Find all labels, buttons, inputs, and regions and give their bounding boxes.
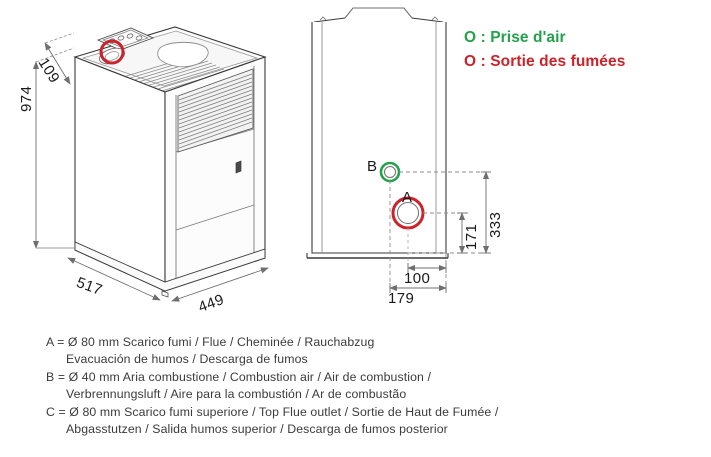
rear-flue-port: [397, 202, 419, 224]
top-flue-highlight: [99, 39, 125, 65]
dimension-flue-offset: 100: [404, 270, 431, 287]
iso-dimension-lines: [32, 32, 269, 302]
dimension-height: 974: [18, 85, 35, 112]
elevation-dimension-lines: [389, 171, 491, 293]
side-louvre-panel: [177, 68, 254, 153]
control-panel: [96, 27, 155, 51]
legend-air-intake: O : Prise d'air: [464, 29, 566, 46]
note-b-line1: B = Ø 40 mm Aria combustione / Combustio…: [46, 369, 431, 384]
dimension-side-width: 179: [388, 290, 415, 307]
port-notes-list: A = Ø 80 mm Scarico fumi / Flue / Chemin…: [46, 334, 606, 438]
dimension-flue-height: 333: [487, 211, 504, 238]
combustion-air-port: [384, 166, 396, 178]
port-label-a: A: [402, 189, 413, 206]
dimension-air-height: 171: [463, 223, 480, 250]
note-a-line1: A = Ø 80 mm Scarico fumi / Flue / Chemin…: [46, 335, 375, 349]
legend-flue-outlet: O : Sortie des fumées: [464, 53, 626, 70]
color-legend: O : Prise d'air O : Sortie des fumées: [464, 26, 704, 74]
note-c-line1: C = Ø 80 mm Scarico fumi superiore / Top…: [46, 404, 499, 419]
note-a-line2: Evacuación de humos / Descarga de fumos: [66, 352, 308, 367]
port-label-b: B: [367, 158, 378, 175]
front-elevation-view: [306, 7, 449, 259]
note-c-line2: Abgasstutzen / Salida humos superior / D…: [66, 422, 448, 437]
note-b-line2: Verbrennungsluft / Aire para la combusti…: [66, 387, 407, 402]
isometric-stove-view: [73, 26, 267, 298]
